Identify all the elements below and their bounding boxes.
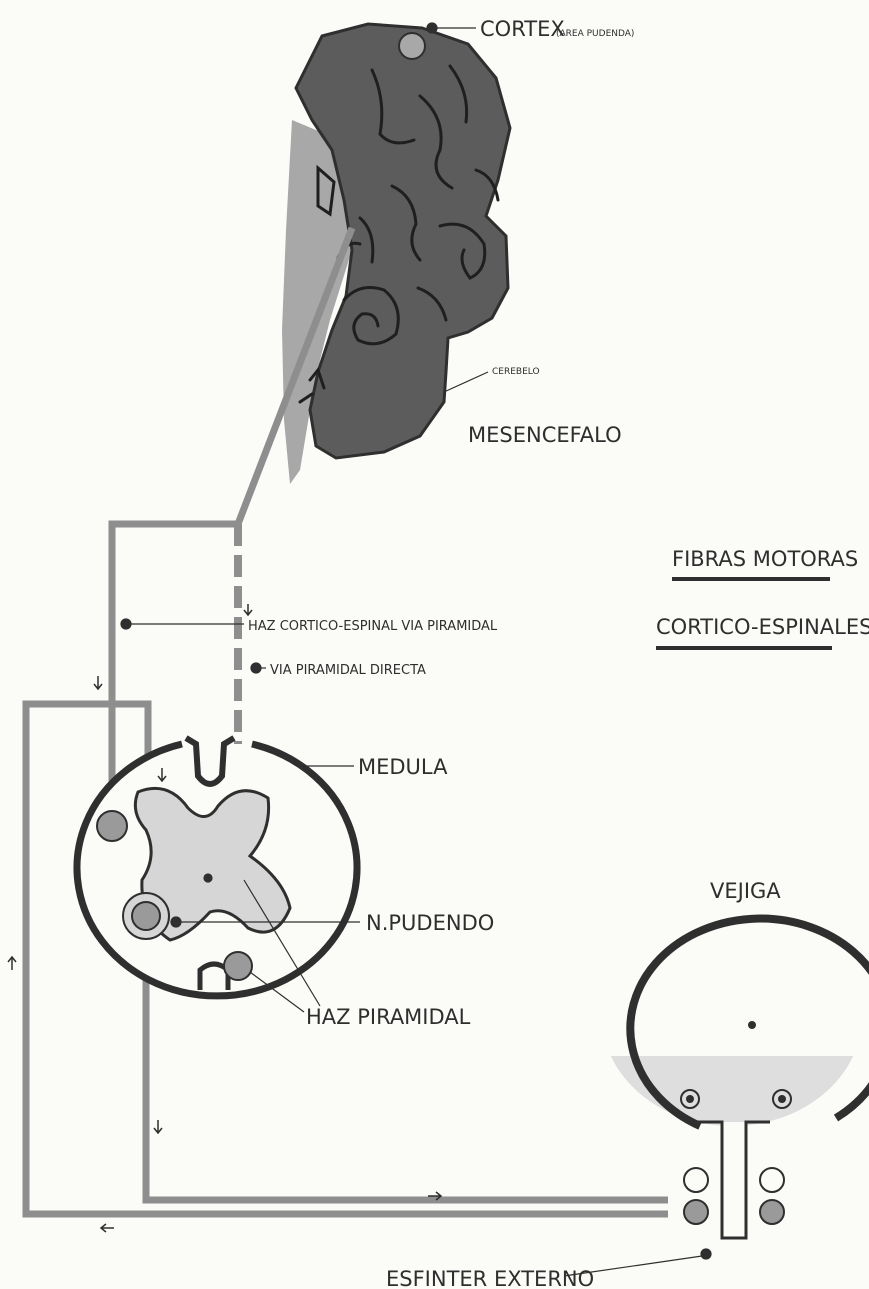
label-haz-piramidal: HAZ PIRAMIDAL: [306, 1005, 471, 1029]
label-cortex: CORTEX: [480, 17, 565, 41]
external-sphincter-left: [684, 1200, 708, 1224]
title-underline-1: [672, 577, 830, 581]
internal-sphincter-right: [760, 1168, 784, 1192]
pudendal-nucleus: [132, 902, 160, 930]
bladder-receptor-right-core: [778, 1095, 786, 1103]
title-line-1: FIBRAS MOTORAS: [672, 547, 858, 571]
leader-cerebelo: [444, 372, 488, 392]
dot-via-directa: [251, 663, 261, 673]
label-via-directa: VIA PIRAMIDAL DIRECTA: [270, 663, 426, 678]
arrow-up: [8, 957, 16, 970]
arrow-left: [101, 1224, 114, 1232]
brain: [282, 24, 510, 484]
bladder-receptor-left-core: [686, 1095, 694, 1103]
spinal-cord: [77, 738, 357, 996]
pyramidal-nucleus-lower: [224, 952, 252, 980]
label-cerebelo: CEREBELO: [492, 367, 540, 377]
pyramidal-nucleus-upper: [97, 811, 127, 841]
cortico-tract-branch: [112, 524, 238, 712]
dot-esfinter: [701, 1249, 711, 1259]
arrow-down-1: [94, 676, 102, 689]
label-medula: MEDULA: [358, 755, 448, 779]
title-underline-2: [656, 646, 832, 650]
label-vejiga: VEJIGA: [710, 879, 781, 903]
bladder: [590, 919, 869, 1238]
title-line-2: CORTICO-ESPINALES: [656, 615, 869, 639]
dot-cortex: [427, 23, 437, 33]
bladder-center-dot: [748, 1021, 756, 1029]
label-cortex-area: (AREA PUDENDA): [556, 29, 634, 39]
label-mesencefalo: MESENCEFALO: [468, 423, 622, 447]
label-n-pudendo: N.PUDENDO: [366, 911, 494, 935]
label-haz-cortico: HAZ CORTICO-ESPINAL VIA PIRAMIDAL: [248, 619, 498, 634]
external-sphincter-right: [760, 1200, 784, 1224]
arrow-down-4: [154, 1120, 162, 1133]
label-esfinter: ESFINTER EXTERNO: [386, 1267, 594, 1289]
internal-sphincter-left: [684, 1168, 708, 1192]
arrow-down-3: [244, 604, 252, 615]
dot-central-canal: [204, 874, 212, 882]
dot-n-pudendo: [171, 917, 181, 927]
dot-haz-cortico: [121, 619, 131, 629]
cortex-nucleus: [399, 33, 425, 59]
